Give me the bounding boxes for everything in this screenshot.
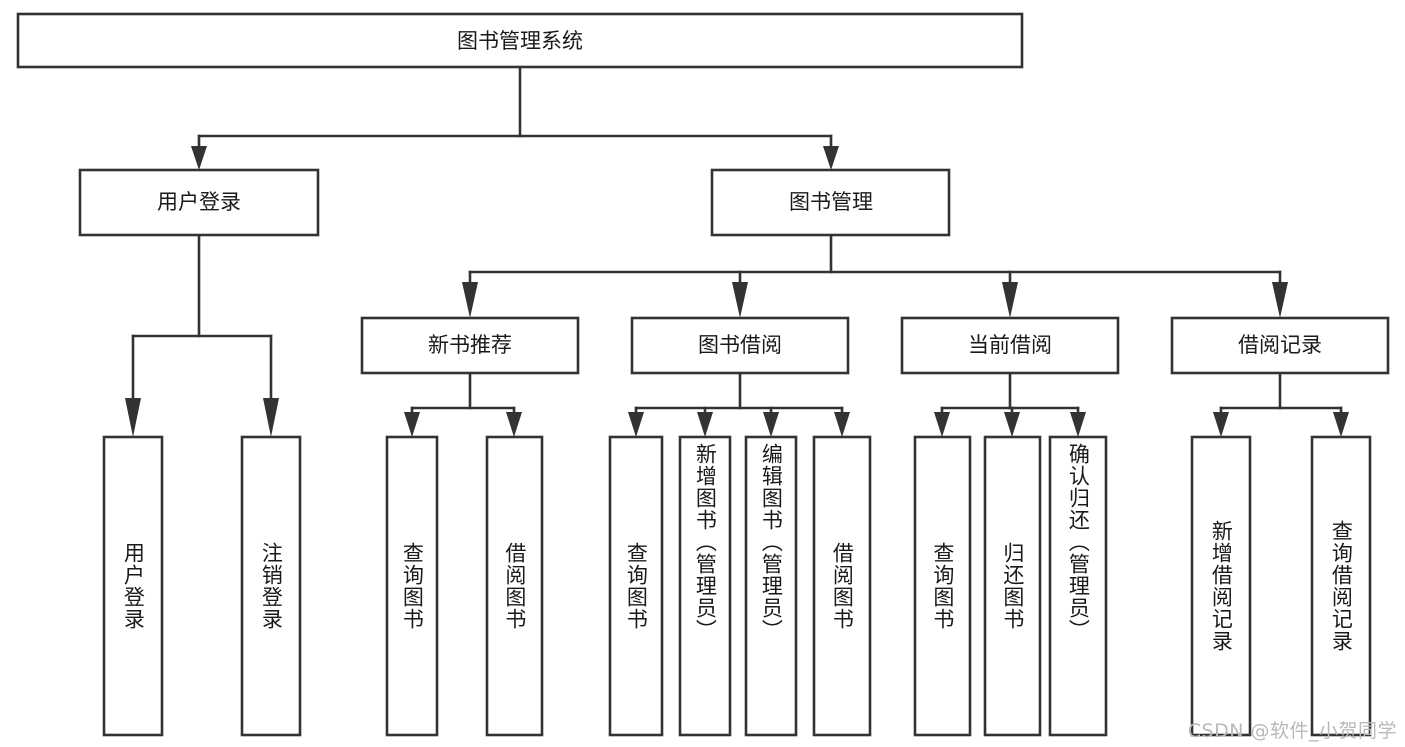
connector-group-root xyxy=(191,65,839,170)
leaf-return-book[interactable]: 归还图书 xyxy=(985,437,1040,735)
leaf-query-book-1-label: 查询图书 xyxy=(400,542,425,630)
watermark-text: CSDN @软件_小贺同学 xyxy=(1187,720,1397,742)
arrow-head-current-borrow xyxy=(1002,282,1018,318)
leaf-query-book-2-box[interactable] xyxy=(608,435,664,737)
node-user-login[interactable]: 用户登录 xyxy=(78,168,320,237)
arrow-head-leaf-query-book-3 xyxy=(934,412,950,437)
connector-group-book-borrow xyxy=(628,371,850,437)
arrow-head-leaf-borrow-book-2 xyxy=(834,412,850,437)
leaf-user-login-label: 用户登录 xyxy=(121,542,146,630)
leaf-query-book-2[interactable]: 查询图书 xyxy=(610,437,662,735)
arrow-head-leaf-query-record xyxy=(1333,412,1349,437)
node-new-book-recommend-box[interactable] xyxy=(360,316,580,375)
leaf-confirm-return-box[interactable] xyxy=(1048,435,1108,737)
leaf-add-book-label: 新增图书（管理员） xyxy=(693,443,718,641)
leaf-user-login-box[interactable] xyxy=(102,435,164,737)
connector-group-borrow-record xyxy=(1213,371,1349,437)
leaf-query-record-box[interactable] xyxy=(1310,435,1372,737)
leaf-return-book-box[interactable] xyxy=(983,435,1042,737)
leaf-borrow-book-1-label: 借阅图书 xyxy=(502,542,527,630)
leaf-borrow-book-1-box[interactable] xyxy=(485,435,544,737)
connector-group-book-manage xyxy=(462,233,1288,318)
node-book-manage[interactable]: 图书管理 xyxy=(710,168,951,237)
arrow-head-leaf-return-book xyxy=(1004,412,1020,437)
leaf-add-book-box[interactable] xyxy=(678,435,732,737)
arrow-head-new-book-recommend xyxy=(462,282,478,318)
leaf-borrow-book-1[interactable]: 借阅图书 xyxy=(487,437,542,735)
connector-group-new-book-recommend xyxy=(404,371,522,437)
node-new-book-recommend-label: 新书推荐 xyxy=(428,333,512,357)
leaf-query-book-3-box[interactable] xyxy=(913,435,972,737)
node-root-label: 图书管理系统 xyxy=(457,29,583,53)
node-current-borrow[interactable]: 当前借阅 xyxy=(900,316,1120,375)
leaf-logout-login-label: 注销登录 xyxy=(259,542,284,630)
node-book-manage-box[interactable] xyxy=(710,168,951,237)
leaf-query-record-label: 查询借阅记录 xyxy=(1329,520,1354,652)
leaf-query-book-1-box[interactable] xyxy=(385,435,439,737)
leaf-query-book-3[interactable]: 查询图书 xyxy=(915,437,970,735)
node-user-login-label: 用户登录 xyxy=(157,190,241,214)
leaf-edit-book-label: 编辑图书（管理员） xyxy=(759,443,784,641)
leaf-logout-login[interactable]: 注销登录 xyxy=(242,437,300,735)
leaf-box-group xyxy=(102,435,1372,737)
connector-group-user-login xyxy=(125,233,279,437)
arrow-head-leaf-add-record xyxy=(1213,412,1229,437)
node-current-borrow-box[interactable] xyxy=(900,316,1120,375)
leaf-query-record[interactable]: 查询借阅记录 xyxy=(1312,437,1370,735)
node-root-box[interactable] xyxy=(16,12,1024,69)
node-root[interactable]: 图书管理系统 xyxy=(16,12,1024,69)
leaf-query-book-1[interactable]: 查询图书 xyxy=(387,437,437,735)
node-user-login-box[interactable] xyxy=(78,168,320,237)
arrow-head-leaf-query-book-1 xyxy=(404,412,420,437)
arrow-head-user-login xyxy=(191,146,207,170)
arrow-head-book-manage xyxy=(823,146,839,170)
arrow-head-leaf-user-login xyxy=(125,398,141,437)
leaf-add-record-box[interactable] xyxy=(1190,435,1252,737)
leaf-edit-book[interactable]: 编辑图书（管理员） xyxy=(746,437,796,735)
leaf-query-book-2-label: 查询图书 xyxy=(624,542,649,630)
connector-group-current-borrow xyxy=(934,371,1086,437)
node-book-manage-label: 图书管理 xyxy=(789,190,873,214)
arrow-head-book-borrow xyxy=(732,282,748,318)
leaf-add-record[interactable]: 新增借阅记录 xyxy=(1192,437,1250,735)
leaf-borrow-book-2-box[interactable] xyxy=(812,435,872,737)
leaf-add-record-label: 新增借阅记录 xyxy=(1209,520,1234,652)
leaf-return-book-label: 归还图书 xyxy=(1000,542,1025,630)
arrow-head-borrow-record xyxy=(1272,282,1288,318)
node-borrow-record-label: 借阅记录 xyxy=(1238,333,1322,357)
leaf-query-book-3-label: 查询图书 xyxy=(930,542,955,630)
node-book-borrow-box[interactable] xyxy=(630,316,850,375)
leaf-add-book[interactable]: 新增图书（管理员） xyxy=(680,437,730,735)
leaf-borrow-book-2[interactable]: 借阅图书 xyxy=(814,437,870,735)
arrow-head-leaf-query-book-2 xyxy=(628,412,644,437)
node-borrow-record[interactable]: 借阅记录 xyxy=(1170,316,1390,375)
leaf-confirm-return-label: 确认归还（管理员） xyxy=(1066,443,1091,641)
arrow-head-leaf-borrow-book-1 xyxy=(506,412,522,437)
arrow-head-leaf-edit-book xyxy=(763,412,779,437)
node-borrow-record-box[interactable] xyxy=(1170,316,1390,375)
node-current-borrow-label: 当前借阅 xyxy=(968,333,1052,357)
arrow-head-leaf-add-book xyxy=(697,412,713,437)
node-new-book-recommend[interactable]: 新书推荐 xyxy=(360,316,580,375)
arrow-head-leaf-confirm-return xyxy=(1070,412,1086,437)
node-book-borrow-label: 图书借阅 xyxy=(698,333,782,357)
arrow-head-leaf-logout-login xyxy=(263,398,279,437)
node-book-borrow[interactable]: 图书借阅 xyxy=(630,316,850,375)
leaf-logout-login-box[interactable] xyxy=(240,435,302,737)
leaf-borrow-book-2-label: 借阅图书 xyxy=(830,542,855,630)
leaf-confirm-return[interactable]: 确认归还（管理员） xyxy=(1050,437,1106,735)
leaf-user-login[interactable]: 用户登录 xyxy=(104,437,162,735)
leaf-edit-book-box[interactable] xyxy=(744,435,798,737)
